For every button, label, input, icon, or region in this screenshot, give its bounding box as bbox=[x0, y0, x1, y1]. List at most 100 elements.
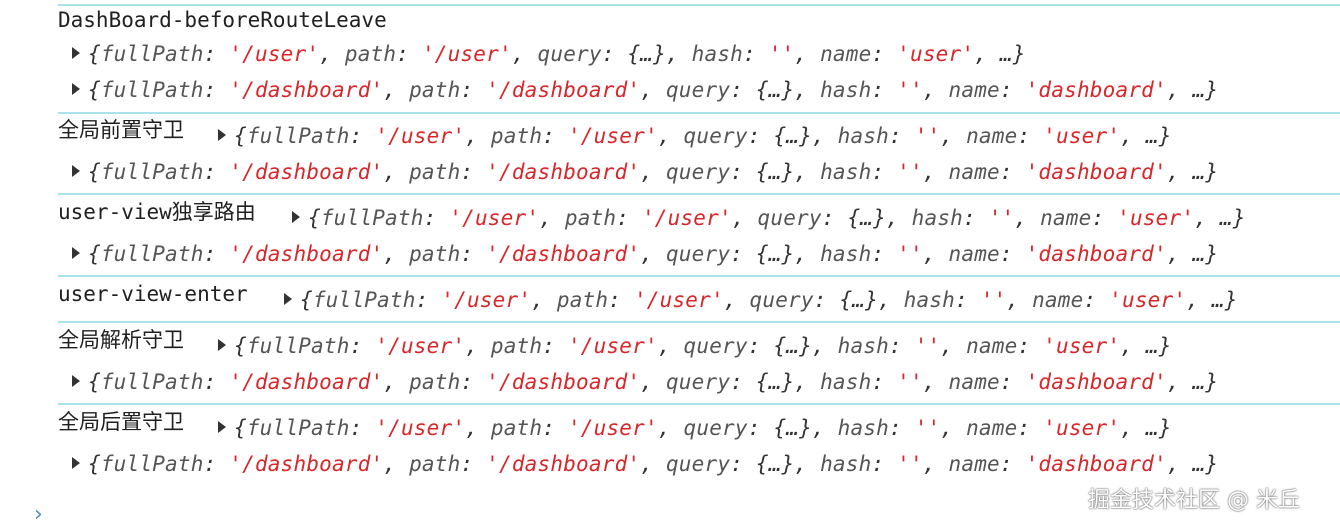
ellipsis: …} bbox=[1192, 242, 1219, 266]
comma: , bbox=[794, 242, 821, 266]
colon: : bbox=[743, 42, 769, 66]
colon: : bbox=[730, 242, 756, 266]
prop-key: name bbox=[948, 370, 1000, 394]
prop-key: fullPath bbox=[100, 452, 204, 476]
prop-value: 'dashboard' bbox=[1025, 242, 1167, 266]
prop-value: '/user' bbox=[449, 206, 540, 230]
comma: , bbox=[731, 206, 758, 230]
route-object[interactable]: {fullPath: '/user', path: '/user', query… bbox=[218, 122, 1172, 150]
log-separator bbox=[58, 112, 1340, 114]
route-object[interactable]: {fullPath: '/dashboard', path: '/dashboa… bbox=[72, 450, 1218, 478]
prop-key: name bbox=[948, 452, 1000, 476]
prop-key: fullPath bbox=[100, 78, 204, 102]
prop-key: hash bbox=[691, 42, 744, 66]
prop-value: {…} bbox=[773, 334, 812, 358]
route-object[interactable]: {fullPath: '/dashboard', path: '/dashboa… bbox=[72, 76, 1218, 104]
route-object[interactable]: {fullPath: '/user', path: '/user', query… bbox=[218, 414, 1172, 442]
comma: , bbox=[877, 288, 904, 312]
prop-value: '/user' bbox=[567, 416, 658, 440]
prop-value: 'dashboard' bbox=[1025, 78, 1167, 102]
route-object[interactable]: {fullPath: '/dashboard', path: '/dashboa… bbox=[72, 158, 1218, 186]
expand-triangle-icon[interactable] bbox=[218, 339, 226, 351]
ellipsis: …} bbox=[1145, 124, 1172, 148]
prop-key: name bbox=[948, 78, 1000, 102]
colon: : bbox=[999, 160, 1026, 184]
expand-triangle-icon[interactable] bbox=[218, 421, 226, 433]
prop-value: '/user' bbox=[229, 42, 320, 66]
comma: , bbox=[1120, 334, 1146, 358]
prop-key: path bbox=[490, 334, 543, 358]
prop-value: '/user' bbox=[641, 206, 732, 230]
comma: , bbox=[640, 452, 666, 476]
expand-triangle-icon[interactable] bbox=[72, 457, 80, 469]
comma: , bbox=[974, 42, 1000, 66]
expand-triangle-icon[interactable] bbox=[72, 375, 80, 387]
prop-key: query bbox=[537, 42, 602, 66]
prop-value: {…} bbox=[627, 42, 666, 66]
prop-value: '/dashboard' bbox=[229, 452, 384, 476]
colon: : bbox=[396, 42, 422, 66]
route-object[interactable]: {fullPath: '/dashboard', path: '/dashboa… bbox=[72, 368, 1218, 396]
prop-key: path bbox=[409, 78, 461, 102]
colon: : bbox=[608, 288, 634, 312]
prop-value: '' bbox=[980, 288, 1007, 312]
prop-key: path bbox=[409, 160, 461, 184]
console-prompt-icon[interactable]: › bbox=[34, 502, 43, 527]
prop-value: '' bbox=[914, 124, 941, 148]
comma: , bbox=[657, 416, 684, 440]
comma: , bbox=[1006, 288, 1033, 312]
prop-key: hash bbox=[820, 242, 872, 266]
prop-value: {…} bbox=[773, 124, 812, 148]
comma: , bbox=[1166, 452, 1193, 476]
comma: , bbox=[657, 334, 684, 358]
prop-key: fullPath bbox=[246, 416, 350, 440]
ellipsis: …} bbox=[1145, 416, 1172, 440]
colon: : bbox=[730, 160, 756, 184]
log-label: 全局前置守卫 bbox=[58, 118, 184, 142]
prop-value: {…} bbox=[847, 206, 886, 230]
comma: , bbox=[794, 78, 821, 102]
route-object[interactable]: {fullPath: '/user', path: '/user', query… bbox=[292, 204, 1246, 232]
expand-triangle-icon[interactable] bbox=[284, 293, 292, 305]
prop-value: {…} bbox=[755, 242, 795, 266]
colon: : bbox=[871, 78, 898, 102]
comma: , bbox=[723, 288, 750, 312]
comma: , bbox=[531, 288, 557, 312]
route-object[interactable]: {fullPath: '/user', path: '/user', query… bbox=[72, 40, 1026, 68]
comma: , bbox=[657, 124, 684, 148]
prop-value: 'dashboard' bbox=[1025, 452, 1167, 476]
comma: , bbox=[811, 334, 838, 358]
prop-key: query bbox=[665, 370, 731, 394]
comma: , bbox=[465, 334, 491, 358]
comma: , bbox=[885, 206, 912, 230]
expand-triangle-icon[interactable] bbox=[72, 83, 80, 95]
colon: : bbox=[203, 242, 230, 266]
route-object[interactable]: {fullPath: '/dashboard', path: '/dashboa… bbox=[72, 240, 1218, 268]
comma: , bbox=[1120, 416, 1146, 440]
route-object[interactable]: {fullPath: '/user', path: '/user', query… bbox=[284, 286, 1238, 314]
prop-key: fullPath bbox=[100, 242, 204, 266]
prop-value: {…} bbox=[755, 160, 795, 184]
ellipsis: …} bbox=[1192, 160, 1219, 184]
expand-triangle-icon[interactable] bbox=[72, 247, 80, 259]
expand-triangle-icon[interactable] bbox=[72, 47, 80, 59]
colon: : bbox=[730, 78, 756, 102]
comma: , bbox=[922, 452, 949, 476]
colon: : bbox=[616, 206, 642, 230]
comma: , bbox=[1166, 242, 1193, 266]
route-object[interactable]: {fullPath: '/user', path: '/user', query… bbox=[218, 332, 1172, 360]
ellipsis: …} bbox=[1219, 206, 1246, 230]
prop-value: '/dashboard' bbox=[486, 78, 641, 102]
prop-value: {…} bbox=[755, 370, 795, 394]
prop-key: path bbox=[409, 370, 461, 394]
prop-key: query bbox=[665, 242, 731, 266]
colon: : bbox=[1017, 416, 1044, 440]
comma: , bbox=[539, 206, 565, 230]
expand-triangle-icon[interactable] bbox=[292, 211, 300, 223]
colon: : bbox=[460, 370, 487, 394]
expand-triangle-icon[interactable] bbox=[72, 165, 80, 177]
log-label: 全局后置守卫 bbox=[58, 410, 184, 434]
colon: : bbox=[999, 242, 1026, 266]
expand-triangle-icon[interactable] bbox=[218, 129, 226, 141]
colon: : bbox=[821, 206, 848, 230]
